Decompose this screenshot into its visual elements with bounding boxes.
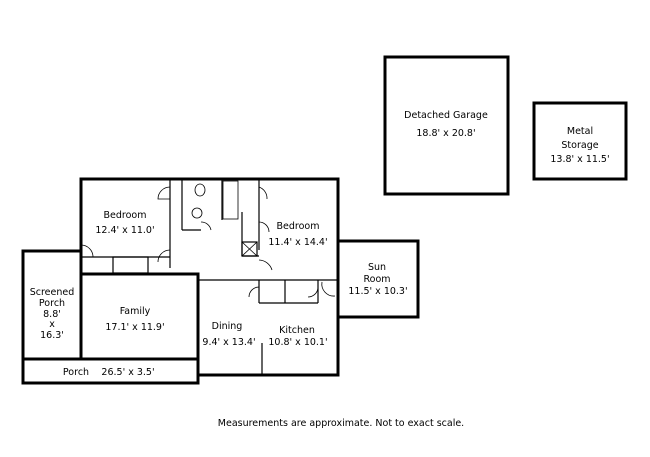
garage-outline [383, 55, 510, 196]
kitchen-size: 10.8' x 10.1' [268, 337, 327, 348]
storage-outline [532, 101, 628, 181]
porch-label: Porch [63, 367, 89, 378]
family-size: 17.1' x 11.9' [105, 322, 164, 333]
sunroom-label-2: Room [363, 274, 390, 285]
footer-note: Measurements are approximate. Not to exa… [218, 418, 464, 429]
screened-porch-x: x [49, 319, 55, 330]
screened-porch-label-2: Porch [39, 298, 65, 309]
porch-size: 26.5' x 3.5' [101, 367, 154, 378]
bedroom1-size: 12.4' x 11.0' [95, 225, 154, 236]
family-label: Family [120, 306, 151, 317]
screened-porch-dim1: 8.8' [43, 309, 61, 320]
bedroom1-label: Bedroom [104, 210, 147, 221]
storage-label-1: Metal [567, 126, 593, 137]
bedroom2-label: Bedroom [277, 221, 320, 232]
garage-size: 18.8' x 20.8' [416, 128, 475, 139]
kitchen-label: Kitchen [279, 325, 315, 336]
house-walls [21, 177, 420, 385]
storage-label-2: Storage [561, 140, 598, 151]
storage-size: 13.8' x 11.5' [550, 154, 609, 165]
dining-size: 9.4' x 13.4' [202, 337, 255, 348]
sunroom-size: 11.5' x 10.3' [348, 286, 407, 297]
sunroom-label-1: Sun [368, 262, 386, 273]
bedroom2-size: 11.4' x 14.4' [268, 237, 327, 248]
screened-porch-label-1: Screened [30, 287, 75, 298]
dining-label: Dining [212, 321, 243, 332]
screened-porch-dim2: 16.3' [40, 330, 64, 341]
garage-label: Detached Garage [404, 110, 488, 121]
